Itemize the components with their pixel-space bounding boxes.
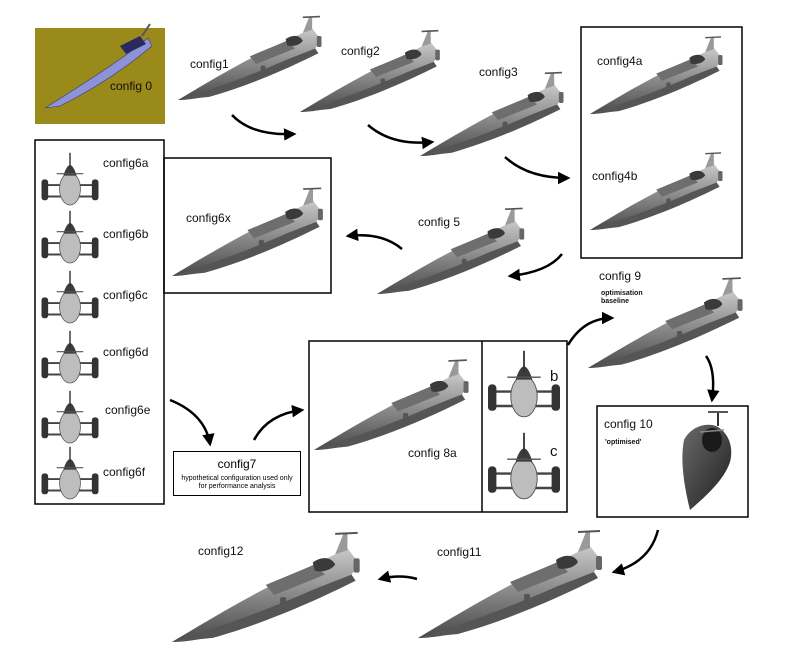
label-config6d: config6d [103, 345, 149, 359]
config6x-car [171, 187, 324, 277]
label-config10-note: 'optimised' [605, 439, 642, 446]
config10-frame [596, 405, 749, 518]
label-config1: config1 [190, 57, 229, 71]
config6-frame [34, 139, 165, 505]
config8a-car [313, 359, 470, 451]
label-config6b: config6b [103, 227, 149, 241]
label-config4b: config4b [592, 169, 638, 183]
label-config6e: config6e [105, 403, 151, 417]
arrow-1-to-2 [231, 114, 297, 141]
arrow-11-to-12 [377, 570, 418, 583]
config6e-front [40, 389, 100, 444]
arrow-5-to-6x [345, 228, 403, 250]
config10-car [682, 411, 732, 510]
label-config6f: config6f [103, 465, 146, 479]
config6b-front [40, 209, 100, 264]
arrow-6-to-7 [169, 398, 215, 447]
label-config8b: b [550, 368, 559, 385]
config6a-front [40, 151, 100, 207]
label-config3: config3 [479, 65, 518, 79]
arrow-8-to-9 [566, 311, 615, 346]
label-config0: config 0 [110, 79, 153, 93]
config0-image [35, 23, 165, 124]
label-config11: config11 [437, 545, 482, 559]
label-config6x: config6x [186, 211, 231, 225]
label-config9-note: optimisation baseline [601, 290, 643, 306]
label-config6c: config6c [103, 288, 148, 302]
flow-arrows [169, 114, 720, 583]
config3-car [419, 71, 565, 157]
arrow-7-to-8 [252, 404, 305, 441]
label-config5: config 5 [418, 215, 461, 229]
config6f-front [40, 445, 100, 500]
arrow-10-to-11 [611, 529, 660, 576]
arrow-3-to-4 [504, 156, 571, 185]
label-config10: config 10 [604, 417, 653, 431]
config4b-car [589, 152, 724, 231]
config8-frame [308, 340, 568, 513]
arrow-4-to-5 [507, 253, 563, 282]
label-config4a: config4a [597, 54, 643, 68]
config6c-front [40, 269, 100, 324]
label-config7-note: hypothetical configuration used only for… [181, 475, 293, 491]
label-config7: config7 [217, 457, 257, 471]
label-config8c: c [550, 443, 558, 460]
label-config8a: config 8a [408, 446, 457, 460]
config7-box: config7 hypothetical configuration used … [173, 451, 301, 496]
arrow-2-to-3 [367, 124, 435, 150]
config6d-front [40, 329, 100, 384]
label-config6a: config6a [103, 156, 149, 170]
config4a-car [589, 36, 724, 115]
label-config2: config2 [341, 44, 380, 58]
label-config12: config12 [198, 544, 244, 558]
config4-frame [580, 26, 743, 259]
label-config9: config 9 [599, 269, 642, 283]
arrow-9-to-10 [704, 355, 720, 403]
